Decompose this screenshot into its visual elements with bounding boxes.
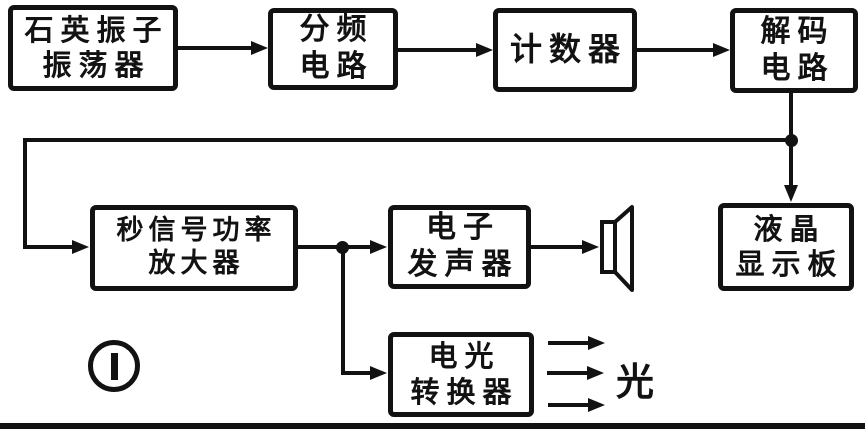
box-lcd-line2: 显示板	[735, 247, 844, 281]
arrowhead-into-amplifier	[72, 240, 89, 254]
connector-sounder-to-speaker	[531, 245, 584, 249]
box-decoder-line2: 电路	[760, 50, 835, 86]
connector-branch-down	[341, 247, 345, 375]
box-frequency-divider-line1: 分频	[299, 12, 374, 48]
light-ray-arrowhead-3	[588, 398, 605, 412]
connector-oscillator-to-divider	[178, 46, 254, 50]
arrowhead-to-lcd	[784, 185, 798, 202]
speaker-icon	[600, 205, 634, 292]
figure-number-stroke	[110, 352, 118, 380]
figure-number-marker: 1	[88, 340, 140, 392]
box-lcd-line1: 液晶	[753, 211, 826, 246]
box-amplifier-line1: 秒信号功率	[116, 215, 277, 247]
connector-into-converter	[341, 371, 373, 375]
connector-into-amplifier	[23, 245, 75, 249]
light-ray-arrowhead-1	[588, 336, 605, 350]
box-quartz-oscillator: 石英振子 振荡器	[8, 5, 178, 91]
box-counter-line1: 计数器	[509, 30, 627, 69]
arrowhead-divider-to-counter	[476, 43, 493, 57]
box-quartz-oscillator-line1: 石英振子	[24, 12, 169, 47]
arrowhead-into-sounder	[370, 240, 387, 254]
box-lcd-display-panel: 液晶 显示板	[718, 203, 854, 291]
arrowhead-into-converter	[370, 366, 387, 380]
box-frequency-divider: 分频 电路	[268, 8, 398, 90]
box-electronic-sounder: 电子 发声器	[388, 205, 531, 289]
arrowhead-into-speaker	[582, 240, 599, 254]
connector-junction-left	[23, 138, 789, 142]
box-decoder-line1: 解码	[760, 13, 835, 49]
box-electro-optical-converter: 电光 转换器	[388, 332, 534, 417]
box-seconds-signal-power-amplifier: 秒信号功率 放大器	[90, 205, 298, 291]
light-ray-line-2	[547, 371, 589, 375]
box-sounder-line1: 电子	[426, 210, 500, 246]
connector-amplifier-out	[298, 245, 373, 249]
connector-divider-to-counter	[398, 48, 478, 52]
arrowhead-oscillator-to-divider	[251, 41, 268, 55]
box-decoder-circuit: 解码 电路	[730, 8, 858, 93]
box-counter: 计数器	[493, 8, 637, 92]
light-ray-arrowhead-2	[587, 366, 604, 380]
box-amplifier-line2: 放大器	[148, 248, 245, 279]
box-converter-line1: 电光	[428, 339, 501, 374]
light-ray-line-1	[548, 341, 590, 345]
box-converter-line2: 转换器	[410, 374, 519, 409]
box-sounder-line2: 发声器	[407, 247, 519, 282]
connector-counter-to-decoder	[637, 48, 715, 52]
connector-decoder-down	[789, 92, 793, 142]
connector-junction-to-lcd	[789, 140, 793, 187]
page-edge-bar	[0, 423, 865, 429]
box-frequency-divider-line2: 电路	[299, 49, 374, 84]
light-ray-line-3	[548, 403, 590, 407]
box-quartz-oscillator-line2: 振荡器	[42, 48, 151, 82]
connector-left-down	[23, 138, 27, 247]
light-label: 光	[616, 360, 655, 404]
arrowhead-counter-to-decoder	[713, 43, 730, 57]
